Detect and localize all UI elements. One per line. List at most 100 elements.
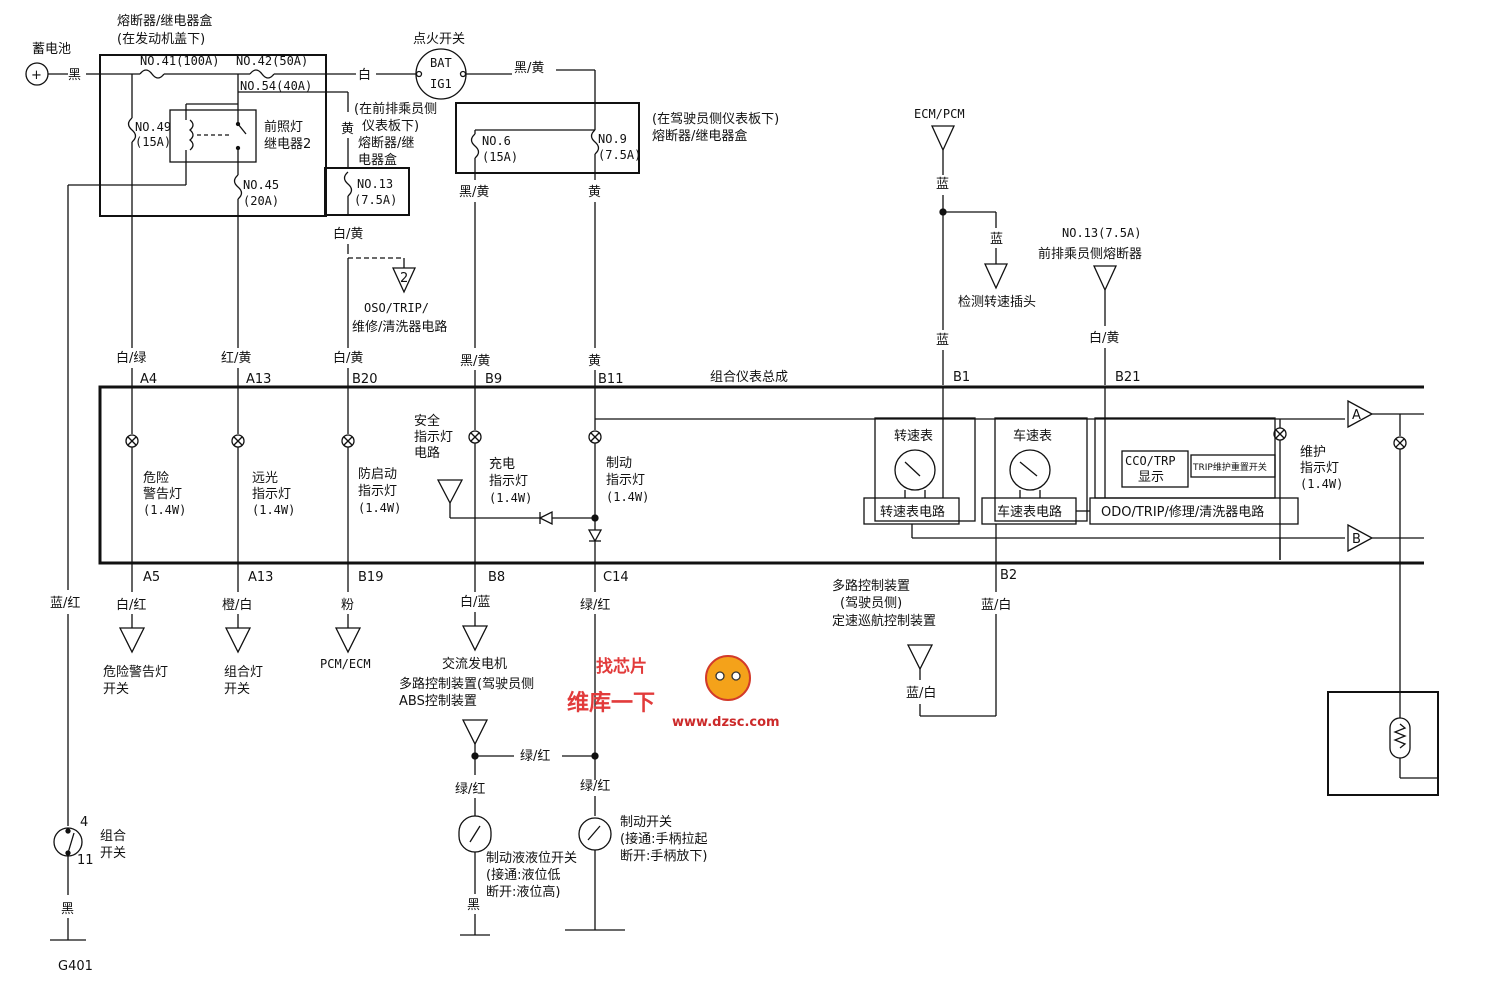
- pin-b11: B11: [598, 372, 623, 387]
- watermark-logo: 找芯片 维库一下 www.dzsc.com: [567, 655, 780, 730]
- pass-box-label-1: (在前排乘员侧: [354, 101, 437, 117]
- pin-b9: B9: [485, 372, 502, 387]
- fluid-switch-label: 制动液液位开关: [486, 851, 577, 866]
- f13-top-label: NO.13(7.5A): [1062, 226, 1141, 240]
- battery-wire: 黑: [68, 68, 81, 83]
- fuse-41: [139, 69, 165, 79]
- battery: + 蓄电池 黑: [25, 42, 81, 86]
- main-fusebox-label: 熔断器/继电器盒: [117, 13, 212, 29]
- high-beam-label: 远光: [252, 471, 278, 486]
- ecm-wire: 蓝: [936, 177, 949, 192]
- alternator-label-3: ABS控制装置: [399, 694, 477, 709]
- connector-b-label: B: [1352, 532, 1361, 547]
- fuse-49-label: NO.49: [135, 120, 171, 134]
- connector-a-label: A: [1352, 408, 1361, 423]
- driver-box-label: (在驾驶员侧仪表板下): [652, 112, 779, 127]
- brake-switch-off: 断开:手柄放下): [620, 849, 707, 864]
- safety-label: 安全: [414, 413, 440, 429]
- alternator-label: 交流发电机: [442, 656, 507, 672]
- c14-wire: 绿/红: [580, 597, 610, 613]
- tacho-circuit-label: 转速表电路: [880, 504, 945, 520]
- driver-fusebox: [455, 102, 640, 174]
- cco-display-label: CCO/TRP: [1125, 454, 1176, 468]
- brake-bulb: [587, 393, 603, 568]
- hazard-bulb: [125, 393, 139, 568]
- fuse-13-out-wire: 白/黄: [333, 226, 363, 242]
- hazard-lamp-label: 危险: [143, 471, 169, 486]
- diode-2: [587, 529, 603, 543]
- pin-b8: B8: [488, 570, 505, 585]
- pass-box-label-4: 电器盒: [358, 152, 397, 168]
- ecm-label: ECM/PCM: [914, 107, 965, 121]
- fuse-45-rating: (20A): [243, 194, 279, 208]
- connector-a: [1347, 399, 1374, 429]
- fuse-6-label: NO.6: [482, 134, 511, 148]
- hazard-lamp-label-2: 警告灯: [143, 486, 182, 502]
- tacho-label: 转速表: [894, 429, 933, 444]
- connector-b: [1347, 523, 1374, 553]
- combo-lamp-switch-label: 组合灯: [224, 665, 263, 680]
- driver-box-sublabel: 熔断器/继电器盒: [652, 128, 747, 144]
- fuse-42: [249, 69, 275, 79]
- f13-top-sublabel: 前排乘员侧熔断器: [1038, 246, 1142, 262]
- maint-watt: (1.4W): [1300, 477, 1343, 491]
- headlight-relay-2: [169, 109, 257, 163]
- mux-label-3: 定速巡航控制装置: [832, 613, 936, 629]
- brake-switch-wire: 绿/红: [580, 778, 610, 794]
- a4-wire: 白/绿: [116, 350, 146, 366]
- fuse-49: [127, 117, 137, 143]
- battery-plus: +: [31, 68, 42, 83]
- battery-label: 蓄电池: [32, 42, 71, 57]
- brake-lamp-label: 制动: [606, 456, 632, 471]
- fuse-13-rating: (7.5A): [354, 193, 397, 207]
- fuse-49-rating: (15A): [135, 135, 171, 149]
- ignition-label: 点火开关: [413, 32, 465, 47]
- pass-box-in-wire: 黄: [341, 122, 354, 137]
- fuse-6-out-wire: 黑/黄: [459, 185, 489, 200]
- ignition-bat: BAT: [430, 56, 452, 70]
- brake-switch-on: (接通:手柄拉起: [620, 831, 707, 847]
- relay-coil: [188, 119, 194, 151]
- cluster-frame: [98, 385, 1424, 565]
- right-bulb: [1393, 414, 1407, 563]
- hazard-switch-label: 危险警告灯: [103, 664, 168, 680]
- b1-wire: 蓝: [936, 333, 949, 348]
- tach-conn-wire: 蓝: [990, 232, 1003, 247]
- pin-a13: A13: [246, 372, 271, 387]
- fuse-9-label: NO.9: [598, 132, 627, 146]
- fuse-9-out-wire: 黄: [588, 185, 601, 200]
- odo-circuit: [1089, 497, 1299, 525]
- tachometer: [894, 449, 936, 491]
- speedometer: [1009, 449, 1051, 491]
- b11-wire: 黄: [588, 354, 601, 369]
- charge-watt: (1.4W): [489, 491, 532, 505]
- fuse-54-label: NO.54(40A): [240, 79, 312, 93]
- pin-c14: C14: [603, 570, 629, 585]
- cco-display: [1121, 450, 1189, 488]
- immo-watt: (1.4W): [358, 501, 401, 515]
- pass-box-label-3: 熔断器/继: [358, 136, 414, 151]
- pin-b21: B21: [1115, 370, 1140, 385]
- charge-bulb: [468, 393, 482, 568]
- fuse-13-label: NO.13: [357, 177, 393, 191]
- b19-wire: 粉: [341, 598, 354, 613]
- relay-sublabel: 继电器2: [264, 137, 311, 152]
- pin-a4: A4: [140, 372, 157, 387]
- fluid-switch-wire: 绿/红: [455, 781, 485, 797]
- speedo-circuit-label: 车速表电路: [997, 504, 1062, 520]
- ignition-in-wire: 白: [358, 67, 371, 83]
- pcm-ecm-label: PCM/ECM: [320, 657, 371, 671]
- ground-wire: 黑: [61, 902, 74, 917]
- fuse-41-label: NO.41(100A): [140, 54, 219, 68]
- diode-1: [538, 510, 553, 526]
- fluid-gnd-wire: 黑: [467, 898, 480, 913]
- watermark-text-1: 找芯片: [596, 656, 647, 677]
- pin-a5: A5: [143, 570, 160, 585]
- maint-label: 维护: [1300, 445, 1326, 460]
- alternator-label-2: 多路控制装置(驾驶员侧: [399, 676, 534, 692]
- fuse-9: [590, 129, 600, 155]
- a5-wire: 白/红: [116, 597, 146, 613]
- brake-lamp-watt: (1.4W): [606, 490, 649, 504]
